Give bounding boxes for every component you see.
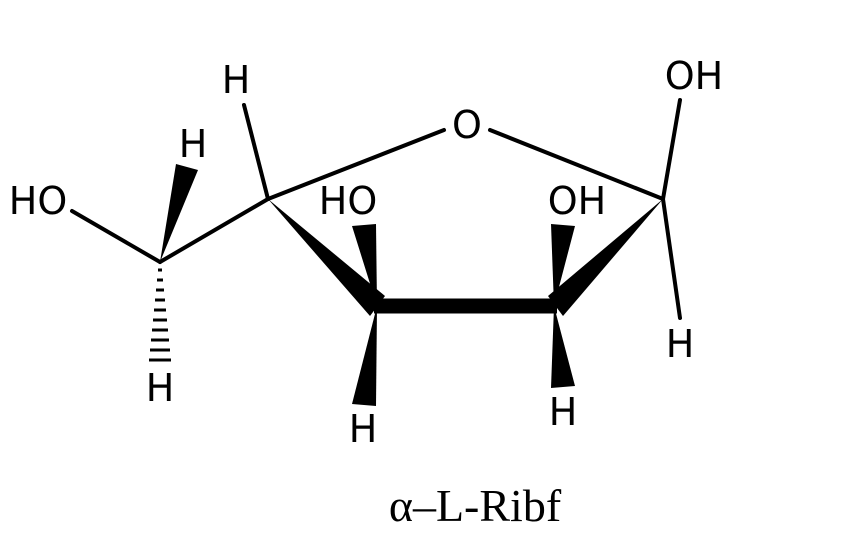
c3-hydrogen-label: H (349, 407, 378, 451)
ring-bonds (266, 128, 665, 316)
hashed-bond-c5-h-bottom (149, 268, 171, 362)
bond-c4-o (266, 128, 446, 201)
bond-c4-c5 (158, 197, 270, 264)
bond-c1-oh (661, 98, 682, 201)
wedge-c3-oh (352, 224, 377, 306)
wedge-c5-h-top (160, 164, 198, 262)
c4-hydrogen-label: H (222, 58, 251, 102)
bond-c4-h (242, 103, 270, 201)
c3-hydroxyl-label: HO (319, 179, 377, 223)
bond-c1-h (661, 197, 682, 320)
wedge-c2-oh (551, 224, 575, 306)
atom-labels: O OH H OH H HO H H HO H H (9, 54, 723, 451)
wedge-c3-h (352, 306, 377, 406)
c5-hydrogen-bottom-label: H (146, 366, 175, 410)
bond-o-c1 (488, 128, 665, 201)
c5-hydrogen-top-label: H (179, 122, 208, 166)
bond-c5-oh (70, 209, 162, 264)
c5-hydroxyl-label: HO (9, 179, 67, 223)
c1-hydrogen-label: H (666, 322, 695, 366)
c2-hydrogen-label: H (549, 390, 578, 434)
ring-oxygen-label: O (452, 103, 482, 147)
wedge-c1-c2 (548, 199, 663, 316)
structure-caption: α–L-Ribf (389, 480, 562, 531)
wedge-c2-h (551, 306, 575, 388)
wedge-c4-c3 (268, 199, 385, 316)
c2-hydroxyl-label: OH (548, 179, 606, 223)
substituent-bonds (70, 98, 682, 406)
c1-hydroxyl-label: OH (665, 54, 723, 98)
